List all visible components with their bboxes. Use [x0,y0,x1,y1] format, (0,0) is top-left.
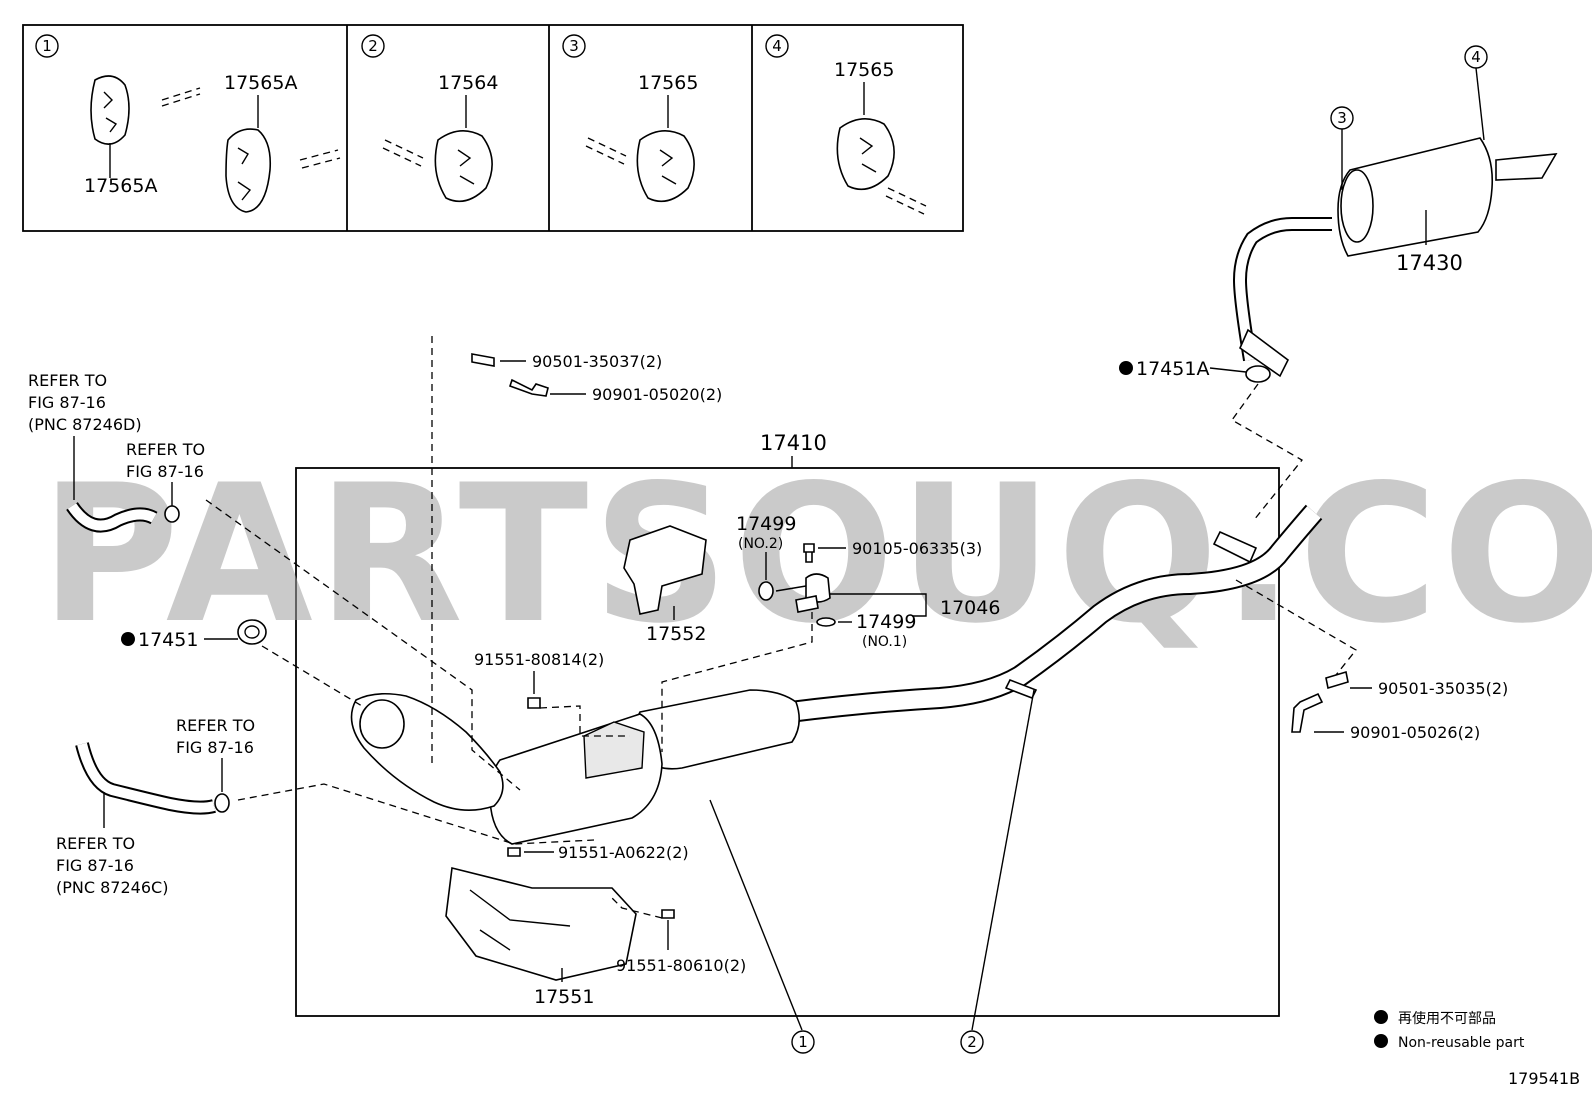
gasket-17451-group: 17451 [121,619,363,707]
watermark: PARTSOUQ.COM [40,444,1592,665]
label-90105-06335: 90105-06335(3) [852,539,982,558]
label-17430: 17430 [1396,251,1463,275]
clamp-top-icon [164,505,180,523]
legend-en: Non-reusable part [1398,1035,1525,1051]
bolt-90901-05026-icon [1291,692,1324,733]
label-91551-80610: 91551-80610(2) [616,956,746,975]
muffler-callout-4: 4 [1471,48,1481,66]
callout-1: 1 [798,1033,808,1051]
heat-insulator-17552: 17552 [623,525,707,645]
top-fasteners: 90501-35037(2) 90901-05020(2) [431,336,722,766]
mid-fasteners: 91551-80814(2) 91551-A0622(2) 91551-8061… [474,650,746,975]
inset-panel-2: 2 17564 [361,34,498,203]
label-17551: 17551 [534,986,594,1008]
spring-90501-35037-icon [471,353,495,367]
label-17565a-top: 17565A [224,72,297,94]
non-reusable-dot-front [121,632,135,646]
label-17565a-bottom: 17565A [84,175,157,197]
label-17046: 17046 [940,597,1000,619]
exhaust-pipe [788,504,1323,723]
label-90501-35037: 90501-35037(2) [532,352,662,371]
label-91551-a0622: 91551-A0622(2) [558,843,689,862]
inset-panels: 1 17565A 17565A 2 17564 [22,24,964,232]
label-17499-no2-sub: (NO.2) [738,536,783,552]
non-reusable-dot [1119,361,1133,375]
inset-panel-4-number: 4 [772,37,782,55]
gasket-17451-icon [237,619,267,645]
inset-panel-2-number: 2 [368,37,378,55]
label-91551-80814: 91551-80814(2) [474,650,604,669]
sensor-group: 17499 (NO.2) 90105-06335(3) 17046 17499 … [661,513,1000,752]
label-90501-35035: 90501-35035(2) [1378,679,1508,698]
refer-blocks: REFER TO FIG 87-16 (PNC 87246D) REFER TO… [28,371,595,897]
gasket-17451a-icon [1245,365,1271,383]
inset-panel-3: 3 17565 [562,34,698,203]
ref1-line3: (PNC 87246D) [28,415,142,434]
ref1-line1: REFER TO [28,371,107,390]
bolt-90105-icon [803,543,815,563]
ref1-line2: FIG 87-16 [28,393,106,412]
label-17552: 17552 [646,623,706,645]
inset-panel-3-number: 3 [569,37,579,55]
hanger-17565a-left-icon [90,75,130,145]
o-ring-no1-icon [816,617,836,627]
bottom-callouts: 1 2 [709,689,1035,1054]
hanger-17565-panel4-icon [836,118,895,191]
ref4-line3: (PNC 87246C) [56,878,168,897]
bolt-91551-80814-icon [527,697,541,709]
label-17451a: 17451A [1136,358,1209,380]
legend: 再使用不可部品 Non-reusable part [1374,1010,1525,1051]
label-90901-05026: 90901-05026(2) [1350,723,1480,742]
label-17565-panel3: 17565 [638,72,698,94]
ref2-line2: FIG 87-16 [126,462,204,481]
ref2-line1: REFER TO [126,440,205,459]
label-90901-05020: 90901-05020(2) [592,385,722,404]
sensor-17046-icon [795,573,831,613]
assembly-17410: 17410 [295,431,1280,1017]
spring-90501-35035-icon [1325,670,1349,690]
ref3-line1: REFER TO [176,716,255,735]
label-17564: 17564 [438,72,498,94]
bolt-91551-a0622-icon [507,847,521,857]
legend-jp: 再使用不可部品 [1398,1010,1496,1027]
muffler-body-icon [1337,137,1558,257]
label-17410: 17410 [760,431,827,455]
inset-panel-1-number: 1 [42,37,52,55]
clamp-bottom-icon [214,793,230,813]
callout-2: 2 [967,1033,977,1051]
ref4-line2: FIG 87-16 [56,856,134,875]
bolt-91551-80610-icon [661,909,675,919]
inset-panel-4: 4 17565 [765,34,927,215]
ref3-line2: FIG 87-16 [176,738,254,757]
ref4-line1: REFER TO [56,834,135,853]
hanger-17565a-right-icon [225,128,272,213]
muffler-group: 3 4 17430 17451A [1119,45,1558,521]
o-ring-no2-icon [758,581,774,601]
label-17565-panel4: 17565 [834,59,894,81]
label-17451: 17451 [138,629,198,651]
label-17499-no1-sub: (NO.1) [862,634,907,650]
hanger-17564-icon [434,130,493,203]
inset-panel-1: 1 17565A 17565A [35,34,341,213]
hanger-17565-panel3-icon [636,130,695,203]
label-17499-no1: 17499 [856,611,916,633]
label-17499-no2: 17499 [736,513,796,535]
right-fasteners: 90501-35035(2) 90901-05026(2) [1235,579,1508,742]
muffler-callout-3: 3 [1337,109,1347,127]
heat-insulator-17551: 17551 [445,867,637,1008]
bolt-90901-05020-icon [508,378,549,397]
catalytic-converter [350,689,800,845]
figure-id: 179541B [1508,1069,1580,1088]
